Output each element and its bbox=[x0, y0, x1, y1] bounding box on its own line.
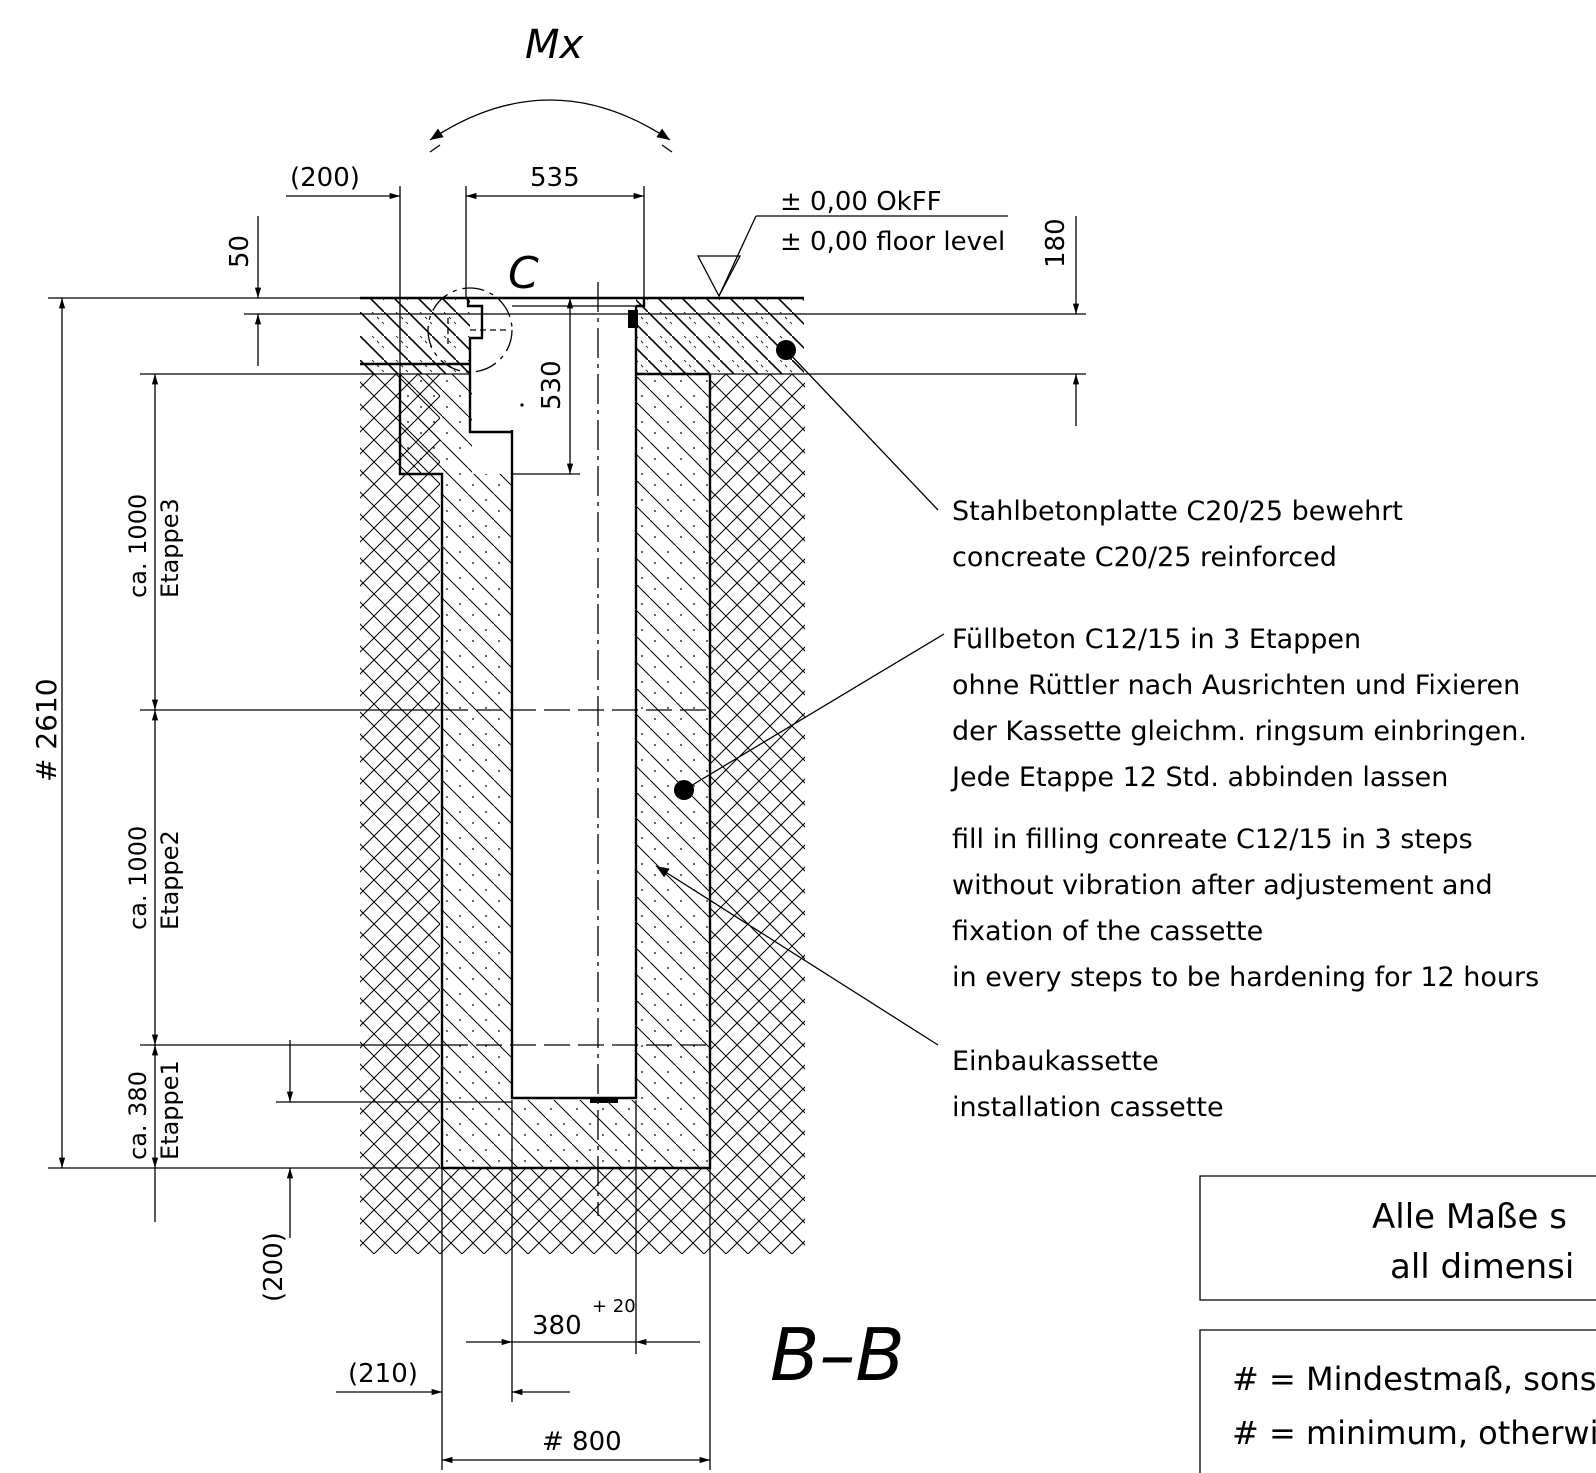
dim-stage1-value: ca. 380 bbox=[124, 1071, 152, 1160]
dim-cassette-tolerance: + 20 bbox=[592, 1296, 636, 1317]
dim-top-width: 535 bbox=[530, 163, 580, 193]
dim-total-depth: # 2610 bbox=[30, 678, 63, 782]
dim-bottom-widths-lines bbox=[336, 1100, 711, 1470]
dim-top-offset: (200) bbox=[290, 163, 360, 193]
structure-outline bbox=[140, 282, 804, 1216]
dim-cassette-depth: 530 bbox=[537, 360, 567, 410]
dim-stage2-label: Etappe2 bbox=[156, 830, 184, 930]
dim-total-depth-lines bbox=[48, 297, 442, 1169]
dim-stages-lines bbox=[140, 373, 360, 1222]
level-line-1: ± 0,00 OkFF bbox=[780, 187, 942, 217]
callout-fill-en-2: without vibration after adjustement and bbox=[952, 870, 1493, 901]
dim-slab-step: 50 bbox=[225, 235, 255, 268]
level-marker bbox=[696, 215, 1008, 298]
callout-leaders bbox=[655, 340, 945, 1046]
note-box-minimum bbox=[1199, 1329, 1596, 1473]
detail-marker: C bbox=[508, 248, 539, 299]
dim-stage1-label: Etappe1 bbox=[156, 1060, 184, 1160]
note-box-dimensions bbox=[1199, 1175, 1596, 1301]
callout-slab-de: Stahlbetonplatte C20/25 bewehrt bbox=[952, 496, 1403, 527]
dim-slab-thickness: 180 bbox=[1041, 218, 1071, 268]
callout-fill-de-2: ohne Rüttler nach Ausrichten und Fixiere… bbox=[952, 670, 1520, 701]
dim-stage3-label: Etappe3 bbox=[156, 498, 184, 598]
dim-slab-thickness-lines bbox=[710, 216, 1086, 426]
callout-fill-en-1: fill in filling conreate C12/15 in 3 ste… bbox=[952, 824, 1473, 855]
dim-pit-width: # 800 bbox=[542, 1427, 622, 1457]
slab-hatch bbox=[360, 298, 804, 374]
dim-cassette-width: 380 bbox=[532, 1311, 582, 1341]
callout-slab-en: concreate C20/25 reinforced bbox=[952, 542, 1337, 573]
dim-stage2-value: ca. 1000 bbox=[124, 826, 152, 930]
fill-concrete-hatch bbox=[400, 374, 710, 1168]
callout-fill-de-3: der Kassette gleichm. ringsum einbringen… bbox=[952, 716, 1527, 747]
dim-slab-step-lines bbox=[244, 216, 360, 366]
dim-side-gap: (210) bbox=[348, 1359, 418, 1389]
cassette-interior bbox=[514, 306, 634, 1098]
note-dimensions-de: Alle Maße s bbox=[1372, 1197, 1567, 1237]
dim-bottom-gap: (200) bbox=[259, 1232, 289, 1302]
callout-cassette-de: Einbaukassette bbox=[952, 1046, 1159, 1077]
dim-stage3-value: ca. 1000 bbox=[124, 494, 152, 598]
callout-fill-de-1: Füllbeton C12/15 in 3 Etappen bbox=[952, 624, 1361, 655]
moment-arrow bbox=[429, 99, 673, 153]
top-dimensions bbox=[286, 186, 645, 374]
callout-fill-de-4: Jede Etappe 12 Std. abbinden lassen bbox=[950, 762, 1448, 793]
callout-cassette-en: installation cassette bbox=[952, 1092, 1224, 1123]
callout-fill-en-3: fixation of the cassette bbox=[952, 916, 1263, 947]
moment-label: Mx bbox=[525, 22, 584, 68]
dim-cassette-depth-lines bbox=[512, 298, 580, 475]
section-title: B–B bbox=[770, 1313, 905, 1397]
note-minimum-en: # = minimum, otherwis bbox=[1232, 1414, 1596, 1452]
callout-fill-en-4: in every steps to be hardening for 12 ho… bbox=[952, 962, 1539, 993]
level-line-2: ± 0,00 floor level bbox=[780, 227, 1005, 257]
dim-bottom-gap-lines bbox=[276, 1040, 512, 1238]
soil-hatch bbox=[360, 374, 805, 1254]
note-dimensions-en: all dimensi bbox=[1390, 1247, 1574, 1287]
note-minimum-de: # = Mindestmaß, sons bbox=[1232, 1360, 1596, 1398]
